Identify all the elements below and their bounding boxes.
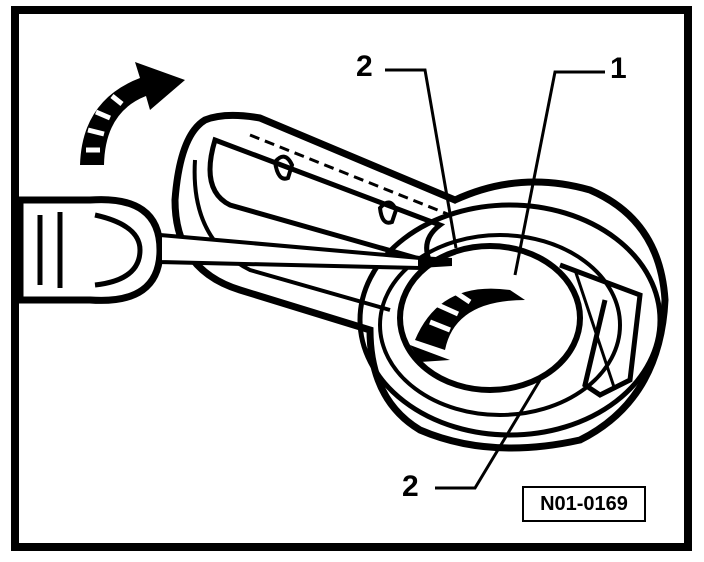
screwdriver-tool: [16, 196, 452, 304]
rotation-arrow-icon: [80, 62, 185, 165]
callout-leaders: [385, 68, 605, 490]
figure-reference-label: N01-0169: [522, 486, 646, 522]
retaining-clip: [410, 288, 525, 362]
callout-2-bottom: 2: [402, 470, 419, 503]
callout-2-top: 2: [356, 50, 373, 83]
callout-1: 1: [610, 52, 627, 85]
spanner-tool: [171, 111, 669, 452]
